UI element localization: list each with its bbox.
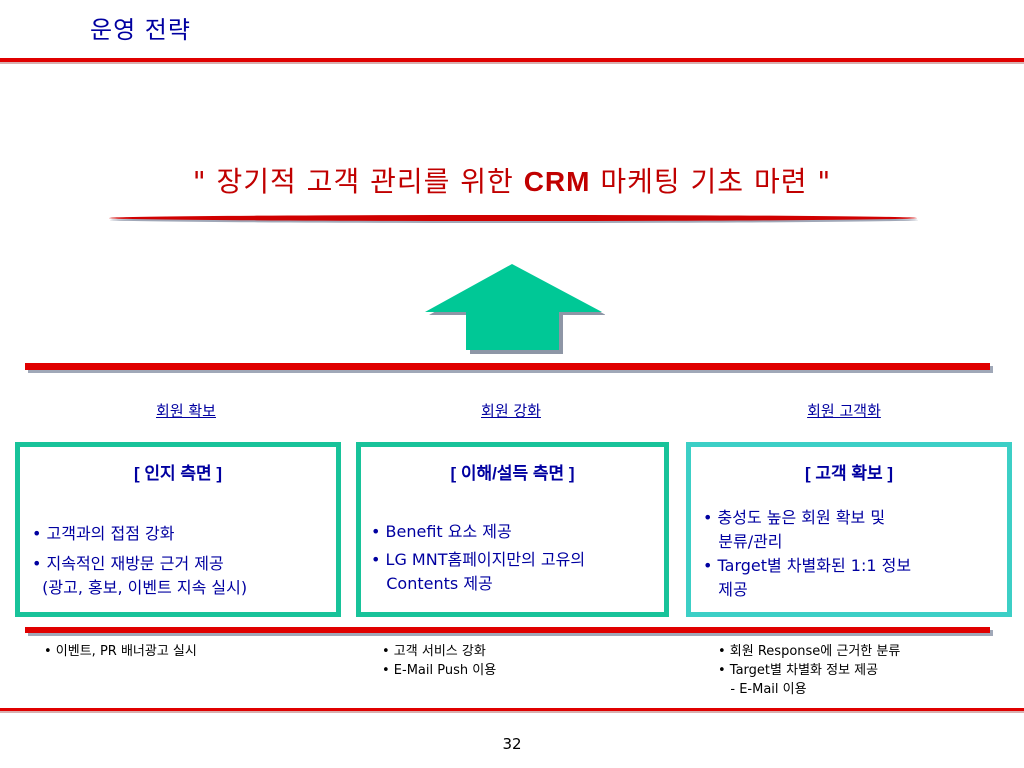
sub-item: - E-Mail 이용 (718, 682, 807, 697)
bullet-list: • Benefit 요소 제공 • LG MNT홈페이지만의 고유의 Conte… (371, 520, 664, 596)
top-divider (0, 58, 1024, 62)
box-title: [ 고객 확보 ] (804, 464, 894, 483)
sub-item: • 고객 서비스 강화 (382, 644, 486, 659)
lower-divider-bar (25, 627, 990, 633)
sub-list-strengthen: • 고객 서비스 강화 • E-Mail Push 이용 (382, 642, 496, 680)
bullet-list: • 고객과의 접점 강화 • 지속적인 재방문 근거 제공 (광고, 홍보, 이… (32, 522, 336, 600)
bullet-item: • 충성도 높은 회원 확보 및 (703, 508, 886, 527)
bullet-item: • Target별 차별화된 1:1 정보 (703, 556, 912, 575)
up-arrow-icon (425, 264, 605, 354)
bullet-item: 분류/관리 (703, 532, 783, 551)
bullet-item: • 지속적인 재방문 근거 제공 (32, 554, 224, 573)
bullet-item: • Benefit 요소 제공 (371, 522, 512, 541)
box-title: [ 이해/설득 측면 ] (450, 464, 575, 483)
sub-item: • 회원 Response에 근거한 분류 (718, 644, 901, 659)
column-heading-acquire: 회원 확보 (156, 402, 216, 420)
box-understanding: [ 이해/설득 측면 ] • Benefit 요소 제공 • LG MNT홈페이… (356, 442, 669, 617)
headline-prefix: " 장기적 고객 관리를 위한 (192, 165, 524, 198)
bullet-item: Contents 제공 (371, 574, 493, 593)
column-heading-customerize: 회원 고객화 (807, 402, 881, 420)
top-divider-shadow (0, 62, 1024, 64)
headline: " 장기적 고객 관리를 위한 CRM 마케팅 기초 마련 " (0, 160, 1024, 200)
sub-item: • 이벤트, PR 배너광고 실시 (44, 644, 197, 659)
sub-item: • Target별 차별화 정보 제공 (718, 663, 879, 678)
box-retention: [ 고객 확보 ] • 충성도 높은 회원 확보 및 분류/관리 • Targe… (686, 442, 1012, 617)
bullet-item: • LG MNT홈페이지만의 고유의 (371, 550, 586, 569)
sub-list-acquire: • 이벤트, PR 배너광고 실시 (44, 642, 197, 661)
sub-item: • E-Mail Push 이용 (382, 663, 497, 678)
middle-divider-bar (25, 363, 990, 370)
headline-underline (109, 215, 918, 223)
bullet-item: (광고, 홍보, 이벤트 지속 실시) (32, 578, 248, 597)
bottom-divider (0, 708, 1024, 711)
bullet-item: 제공 (703, 580, 748, 599)
page-number: 32 (502, 735, 522, 753)
column-heading-strengthen: 회원 강화 (481, 402, 541, 420)
sub-list-customerize: • 회원 Response에 근거한 분류 • Target별 차별화 정보 제… (718, 642, 900, 699)
page-title: 운영 전략 (90, 16, 191, 44)
box-title: [ 인지 측면 ] (133, 464, 223, 483)
bottom-divider-shadow (0, 711, 1024, 713)
bullet-item: • 고객과의 접점 강화 (32, 524, 175, 543)
headline-suffix: 마케팅 기초 마련 " (590, 165, 832, 198)
headline-emphasis: CRM (523, 166, 591, 197)
box-awareness: [ 인지 측면 ] • 고객과의 접점 강화 • 지속적인 재방문 근거 제공 … (15, 442, 341, 617)
bullet-list: • 충성도 높은 회원 확보 및 분류/관리 • Target별 차별화된 1:… (703, 506, 1007, 602)
